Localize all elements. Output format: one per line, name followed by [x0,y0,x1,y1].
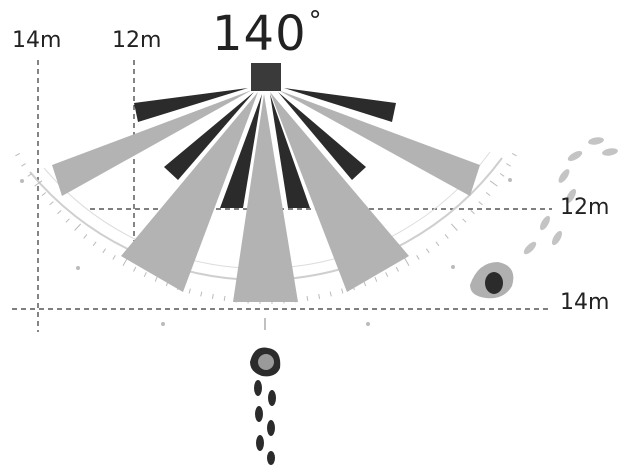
scale-tick [21,163,26,167]
scale-tick [65,218,70,223]
short-zone-2 [164,92,254,180]
scale-tick [34,180,43,187]
scale-tick [92,241,97,247]
scale-tick [404,257,410,266]
scale-tick [27,173,33,177]
short-range-zones [134,88,396,208]
scale-tick [478,201,483,206]
scale-tick [15,152,21,157]
scale-tick [395,266,399,272]
scale-tick [41,192,47,196]
sensor [251,63,281,91]
long-zone-1 [52,90,252,196]
scale-tick [485,192,491,196]
scale-tick [425,248,430,254]
scale-tick [506,163,511,167]
long-zone-5 [278,90,480,196]
distance-label-12m-left: 12m [112,28,162,53]
long-zone-2 [121,92,258,292]
scale-tick [341,288,344,294]
distance-label-12m-right: 12m [560,195,610,220]
person-head-bottom [258,354,274,370]
distance-label-14m-right: 14m [560,290,610,315]
short-zone-6 [284,88,396,122]
long-zone-4 [270,92,409,292]
scale-tick [57,210,62,215]
short-zone-3 [220,94,262,208]
scale-tick [489,180,498,187]
short-zone-4 [270,94,310,208]
scale-tick [143,272,147,278]
scale-tick [49,201,54,206]
scale-tick [499,173,505,177]
scale-tick [133,266,137,272]
detection-angle-label: 140° [212,6,323,62]
scale-tick [102,248,107,254]
short-zone-5 [278,92,366,180]
footprints-bottom [254,380,276,465]
scale-tick [385,272,389,278]
scale-tick [470,210,475,215]
person-head-right [485,272,503,294]
scale-tick [450,223,458,231]
scale-tick [416,255,420,260]
scale-tick [318,293,321,299]
scale-tick [511,152,517,157]
person-right [470,137,618,299]
scale-tick [200,291,203,297]
scale-tick [374,276,378,282]
long-zone-3 [233,94,298,302]
scale-tick [306,295,309,301]
scale-tick [112,255,116,260]
scale-tick [83,234,88,239]
person-bottom [250,347,281,465]
distance-label-14m-left: 14m [12,28,62,53]
footprints-right [523,137,618,255]
scale-tick [462,218,467,223]
scale-tick [329,291,332,297]
scale-tick [223,295,226,301]
long-range-zones [52,90,480,302]
scale-tick [188,288,191,294]
scale-tick [435,241,440,247]
scale-tick [74,223,82,231]
scale-tick [363,281,367,287]
short-zone-1 [134,88,248,122]
scale-tick [154,276,158,282]
scale-tick [444,234,449,239]
scale-tick [211,293,214,299]
